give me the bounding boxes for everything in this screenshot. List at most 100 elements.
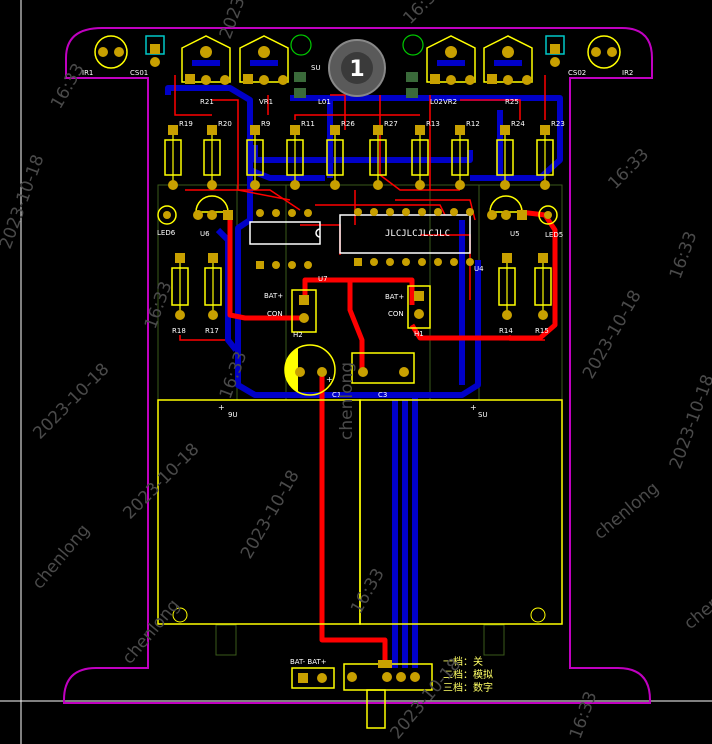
watermark-date-5: 2023-10-18 xyxy=(579,287,646,383)
resistor-r15[interactable]: R15 xyxy=(534,253,552,335)
su-top-label: SU xyxy=(311,64,321,72)
watermark-time-1: 16:33 xyxy=(399,0,448,29)
resistor-r20[interactable]: R20 xyxy=(203,120,232,190)
photodiode-right[interactable]: L02 xyxy=(402,34,443,106)
watermark-time-6: 16:33 xyxy=(47,60,89,112)
resistor-r17[interactable]: R17 xyxy=(204,253,222,335)
c3-label: C3 xyxy=(378,391,387,399)
r11-label: R11 xyxy=(301,120,315,128)
r15-label: R15 xyxy=(535,327,549,335)
resistor-r19[interactable]: R19 xyxy=(164,120,193,190)
resistor-r27[interactable]: R27 xyxy=(369,120,398,190)
transistor-u6[interactable]: U6 xyxy=(193,195,233,238)
led5[interactable]: LED5 xyxy=(538,205,563,239)
resistor-r26[interactable]: R26 xyxy=(326,120,355,190)
photodiode-left[interactable]: SU L01 xyxy=(290,34,331,106)
resistor-r18[interactable]: R18 xyxy=(171,253,189,335)
watermark-date-8: 2023-10-18 xyxy=(387,655,466,744)
watermark-name-1: chenlong xyxy=(119,596,184,669)
watermark-name-4: chenlong xyxy=(337,362,357,440)
r24-label: R24 xyxy=(511,120,525,128)
battery-connector[interactable]: BAT- BAT+ xyxy=(290,658,335,689)
r12-label: R12 xyxy=(466,120,480,128)
led6[interactable]: LED6 xyxy=(157,205,177,237)
capacitor-c1[interactable]: + C1 xyxy=(284,344,341,399)
led6-label: LED6 xyxy=(157,229,176,237)
resistor-r14[interactable]: R14 xyxy=(498,253,516,335)
u4-label: U4 xyxy=(474,265,484,273)
ir1-label: IR1 xyxy=(82,69,93,77)
slide-switch[interactable] xyxy=(343,660,433,729)
header-h1[interactable]: BAT+ CON H1 xyxy=(385,285,431,338)
watermark-time-8: 16:33 xyxy=(566,689,602,742)
h1-bat-plus-label: BAT+ xyxy=(385,293,404,301)
watermark-date-3: 2023-10-18 xyxy=(119,440,203,524)
r17-label: R17 xyxy=(205,327,219,335)
resistor-r9[interactable]: R9 xyxy=(246,120,270,190)
battery-holder-right: + SU xyxy=(359,399,563,625)
h2-con-label: CON xyxy=(267,310,283,318)
resistor-r23[interactable]: R23 xyxy=(536,120,565,190)
svg-text:+: + xyxy=(218,403,225,412)
r13-label: R13 xyxy=(426,120,440,128)
switch-legend-3: 三档：数字 xyxy=(443,681,493,694)
battery-left-label: 9U xyxy=(228,411,238,419)
watermark-time-5: 16:33 xyxy=(666,229,702,282)
r20-label: R20 xyxy=(218,120,232,128)
u4-pins xyxy=(354,208,474,266)
capacitor-c3[interactable]: C3 xyxy=(351,352,415,399)
ir2-sensor[interactable]: IR2 xyxy=(587,35,633,77)
u4-jlc-text: JLCJLCJLCJLC xyxy=(385,229,450,239)
resistor-r24[interactable]: R24 xyxy=(496,120,525,190)
ic-u7[interactable]: U7 xyxy=(249,209,328,283)
r9-label: R9 xyxy=(261,120,270,128)
mounting-hole[interactable]: 1 xyxy=(328,39,386,97)
potentiometer-vr2[interactable]: VR2 xyxy=(426,35,476,106)
cs02-label: CS02 xyxy=(568,69,586,77)
cs02-component[interactable]: CS02 xyxy=(545,35,586,77)
switch-legend-1: 一档：关 xyxy=(443,655,483,668)
u7-label: U7 xyxy=(318,275,328,283)
top-resistor-row: R19 R20 R9 R11 R26 R27 R13 R12 R24 R23 xyxy=(164,120,565,190)
cs01-label: CS01 xyxy=(130,69,148,77)
resistor-r11[interactable]: R11 xyxy=(286,120,315,190)
svg-text:+: + xyxy=(326,375,333,384)
board-outline xyxy=(63,27,653,704)
led5-label: LED5 xyxy=(545,231,563,239)
potentiometer-vr1[interactable]: VR1 xyxy=(239,35,289,106)
r23-label: R23 xyxy=(551,120,565,128)
battery-holder-left: + 9U xyxy=(157,399,361,625)
h2-label: H2 xyxy=(293,331,303,339)
u7-pins xyxy=(256,209,312,269)
watermark-name-3: chenlong xyxy=(590,478,663,543)
svg-text:+: + xyxy=(470,403,477,412)
h2-bat-plus-label: BAT+ xyxy=(264,292,283,300)
u5-label: U5 xyxy=(510,230,520,238)
transistor-u5[interactable]: U5 xyxy=(487,195,527,238)
watermark-name-5: chenlong xyxy=(680,568,712,633)
r19-label: R19 xyxy=(179,120,193,128)
cs01-component[interactable]: CS01 xyxy=(130,35,165,77)
ir1-sensor[interactable]: IR1 xyxy=(82,35,128,77)
r21-label: R21 xyxy=(200,98,214,106)
battery-right-label: SU xyxy=(478,411,488,419)
watermark-date-2: 2023-10-18 xyxy=(29,360,113,444)
mount-hole-number: 1 xyxy=(349,57,364,82)
watermark-date-7: 2023-10-18 xyxy=(237,467,304,563)
potentiometer-r25[interactable]: R25 xyxy=(483,35,533,106)
header-h2[interactable]: BAT+ CON H2 xyxy=(264,289,317,339)
switch-legend: 一档：关 二档：模拟 三档：数字 xyxy=(443,655,493,694)
watermark-time-4: 16:33 xyxy=(216,349,252,402)
resistor-r13[interactable]: R13 xyxy=(411,120,440,190)
resistor-r12[interactable]: R12 xyxy=(451,120,480,190)
h1-con-label: CON xyxy=(388,310,404,318)
watermark-name-2: chenlong xyxy=(29,521,94,594)
potentiometer-r21[interactable]: R21 xyxy=(181,35,231,106)
watermark-time-3: 16:33 xyxy=(141,279,177,332)
r25-label: R25 xyxy=(505,98,519,106)
r27-label: R27 xyxy=(384,120,398,128)
vr2-label: VR2 xyxy=(443,98,457,106)
ic-u4[interactable]: JLCJLCJLCJLC U4 xyxy=(339,208,484,273)
